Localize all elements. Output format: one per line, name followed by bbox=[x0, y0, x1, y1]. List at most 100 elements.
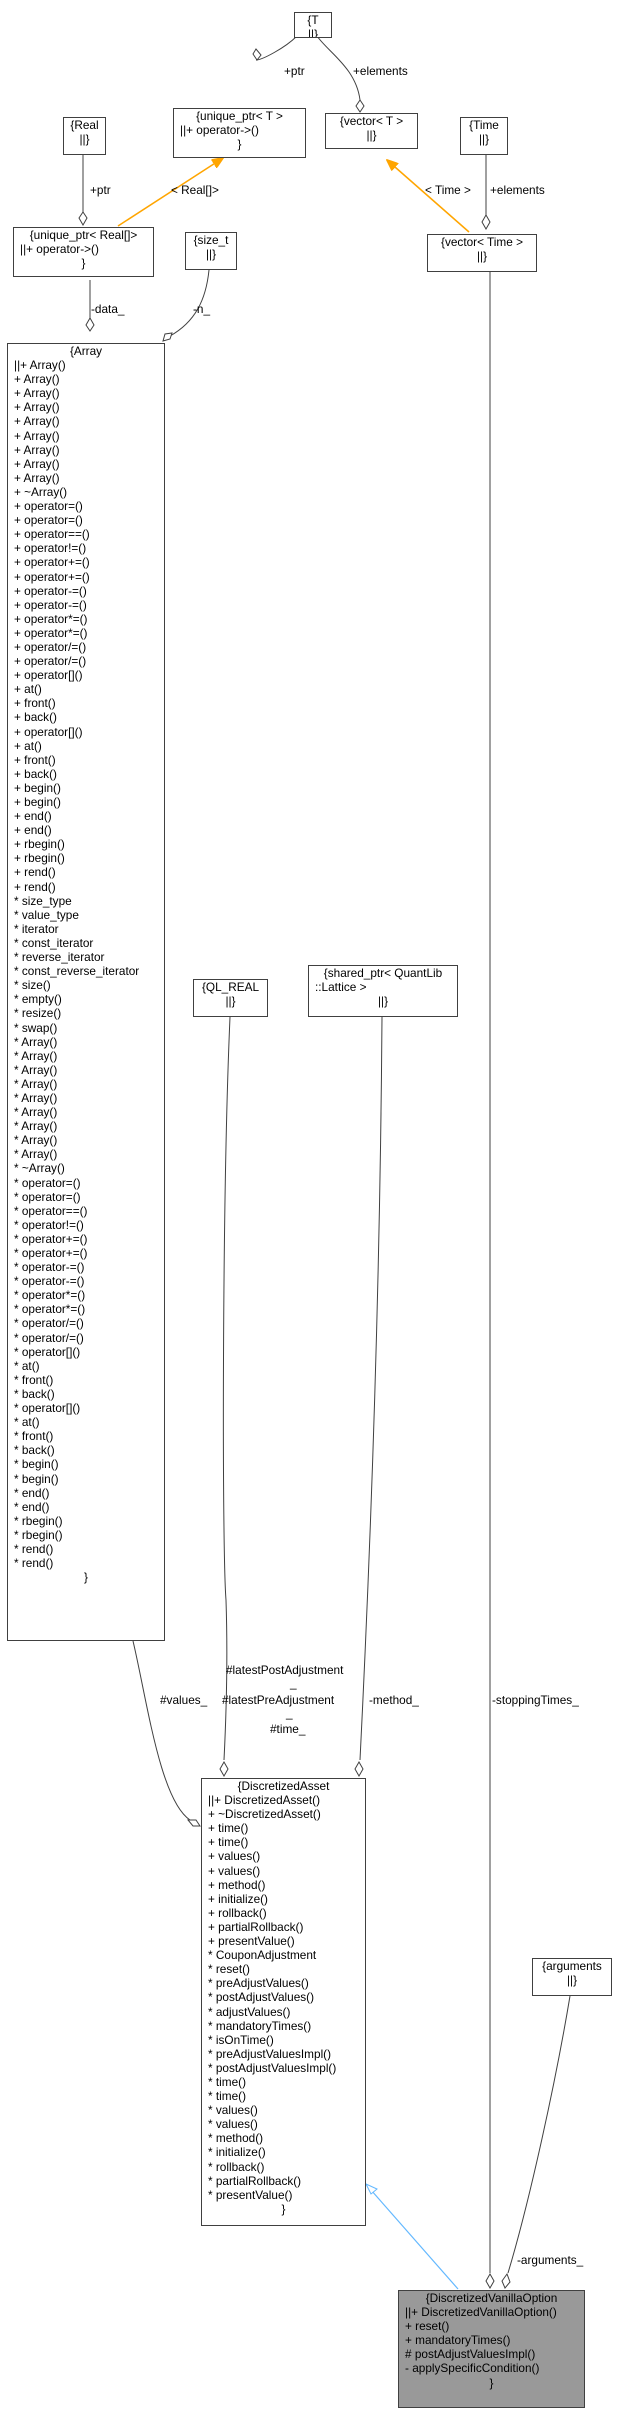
member-list: ||+ operator->() bbox=[14, 242, 153, 256]
class-title: {vector< Time > bbox=[441, 235, 523, 249]
member-item: + operator=() bbox=[14, 513, 83, 528]
member-item: * Array() bbox=[14, 1133, 58, 1148]
class-node-real[interactable]: {Real||} bbox=[63, 117, 106, 155]
edge-label-elements-time: +elements bbox=[490, 183, 545, 197]
class-closing: } bbox=[81, 256, 86, 271]
edge-label-time-tpl: < Time > bbox=[425, 183, 471, 197]
class-node-t[interactable]: {T||} bbox=[294, 12, 332, 38]
class-title: {shared_ptr< QuantLib bbox=[323, 966, 443, 980]
member-item: * postAdjustValuesImpl() bbox=[208, 2060, 337, 2075]
template-edge-real bbox=[117, 158, 223, 227]
member-item: + Array() bbox=[14, 428, 60, 443]
member-item: * operator+=() bbox=[14, 1231, 88, 1246]
member-item: * end() bbox=[14, 1485, 50, 1500]
class-title: {DiscretizedAsset bbox=[237, 1779, 330, 1793]
member-item: + method() bbox=[208, 1877, 266, 1892]
class-node-arguments[interactable]: {arguments||} bbox=[532, 1958, 612, 1996]
member-item: + operator+=() bbox=[14, 569, 90, 584]
member-item: * presentValue() bbox=[208, 2187, 293, 2202]
member-item: + at() bbox=[14, 682, 42, 697]
member-item: + partialRollback() bbox=[208, 1919, 304, 1934]
member-item: * empty() bbox=[14, 992, 62, 1007]
member-item: * back() bbox=[14, 1386, 55, 1401]
member-item: + operator*=() bbox=[14, 625, 88, 640]
member-item: * operator/=() bbox=[14, 1330, 84, 1345]
member-item: * size() bbox=[14, 978, 51, 993]
member-item: + operator*=() bbox=[14, 611, 88, 626]
member-item: + front() bbox=[14, 696, 56, 711]
member-item: * operator!=() bbox=[14, 1217, 84, 1232]
member-item: * rollback() bbox=[208, 2159, 265, 2174]
member-item: * operator-=() bbox=[14, 1274, 85, 1289]
member-item: * begin() bbox=[14, 1457, 59, 1472]
member-item: * resize() bbox=[14, 1006, 62, 1021]
member-item: * operator[]() bbox=[14, 1344, 81, 1359]
member-item: + values() bbox=[208, 1849, 261, 1864]
edge-label-elements-top: +elements bbox=[353, 64, 408, 78]
member-item: * operator-=() bbox=[14, 1260, 85, 1275]
member-item: + time() bbox=[208, 1821, 249, 1836]
member-item: + ~Array() bbox=[14, 484, 68, 499]
member-item: * begin() bbox=[14, 1471, 59, 1486]
class-node-ql-real[interactable]: {QL_REAL||} bbox=[193, 979, 268, 1017]
member-item: * front() bbox=[14, 1372, 54, 1387]
member-item: + operator[]() bbox=[14, 724, 83, 739]
aggregation-diamond-icon bbox=[186, 1819, 201, 1827]
member-item: * value_type bbox=[14, 907, 79, 922]
edge-arguments-vanilla bbox=[507, 1995, 571, 2274]
class-node-time[interactable]: {Time||} bbox=[460, 117, 508, 155]
member-item: + back() bbox=[14, 766, 57, 781]
aggregation-diamond-icon bbox=[162, 332, 173, 342]
member-item: + operator==() bbox=[14, 527, 90, 542]
member-item: * const_iterator bbox=[14, 935, 94, 950]
class-node-array[interactable]: {Array||+ Array()+ Array()+ Array()+ Arr… bbox=[7, 343, 165, 1641]
member-item: + rollback() bbox=[208, 1905, 267, 1920]
class-node-shared-ptr-lattice[interactable]: {shared_ptr< QuantLib::Lattice >||} bbox=[308, 965, 458, 1017]
member-item: + mandatoryTimes() bbox=[405, 2333, 511, 2348]
member-list: ::Lattice > bbox=[309, 980, 457, 994]
edge-label-real-array: < Real[]> bbox=[171, 183, 219, 197]
member-list: ||+ DiscretizedVanillaOption()+ reset()+… bbox=[399, 2305, 584, 2375]
member-item: ||+ operator->() bbox=[20, 242, 99, 257]
class-closing: } bbox=[84, 1570, 88, 1585]
member-item: ||+ operator->() bbox=[180, 123, 259, 138]
edge-array-discretized-asset bbox=[132, 1640, 191, 1821]
member-item: - applySpecificCondition() bbox=[405, 2361, 540, 2376]
class-node-discretized-asset[interactable]: {DiscretizedAsset||+ DiscretizedAsset()+… bbox=[201, 1778, 366, 2226]
template-edge-time bbox=[387, 160, 470, 233]
member-item: * Array() bbox=[14, 1090, 58, 1105]
aggregation-diamond-icon bbox=[354, 1760, 364, 1778]
member-item: * time() bbox=[208, 2074, 247, 2089]
class-node-size-t[interactable]: {size_t||} bbox=[185, 232, 237, 270]
class-title: {QL_REAL bbox=[201, 980, 260, 994]
member-item: * Array() bbox=[14, 1105, 58, 1120]
class-title: {Real bbox=[70, 118, 99, 132]
class-title: {Array bbox=[69, 344, 103, 358]
member-item: * preAdjustValuesImpl() bbox=[208, 2046, 332, 2061]
member-item: * Array() bbox=[14, 1062, 58, 1077]
class-node-unique-ptr-t[interactable]: {unique_ptr< T >||+ operator->()} bbox=[173, 108, 306, 158]
member-item: * iterator bbox=[14, 921, 59, 936]
member-item: * isOnTime() bbox=[208, 2032, 274, 2047]
member-item: * Array() bbox=[14, 1147, 58, 1162]
member-item: * ~Array() bbox=[14, 1161, 65, 1176]
member-item: + operator[]() bbox=[14, 668, 83, 683]
class-node-vector-time[interactable]: {vector< Time >||} bbox=[427, 234, 537, 272]
edge-size-t-array bbox=[169, 269, 210, 337]
member-item: + begin() bbox=[14, 795, 61, 809]
member-item: * adjustValues() bbox=[208, 2004, 291, 2019]
member-item: * front() bbox=[14, 1429, 54, 1444]
member-item: * end() bbox=[14, 1499, 50, 1514]
member-item: * postAdjustValues() bbox=[208, 1990, 315, 2005]
aggregation-diamond-icon bbox=[485, 2272, 495, 2290]
class-node-vector-t[interactable]: {vector< T >||} bbox=[325, 113, 418, 149]
class-node-discretized-vanilla-option[interactable]: {DiscretizedVanillaOption||+ Discretized… bbox=[398, 2290, 585, 2408]
member-item: + operator-=() bbox=[14, 597, 87, 612]
member-item: * reset() bbox=[208, 1962, 250, 1977]
member-item: + rend() bbox=[14, 879, 56, 894]
edge-label-ptr: +ptr bbox=[284, 64, 305, 78]
member-item: * const_reverse_iterator bbox=[14, 964, 140, 979]
member-item: * operator=() bbox=[14, 1175, 81, 1190]
member-item: ::Lattice > bbox=[315, 980, 367, 995]
class-node-unique-ptr-real[interactable]: {unique_ptr< Real[]>||+ operator->()} bbox=[13, 227, 154, 277]
